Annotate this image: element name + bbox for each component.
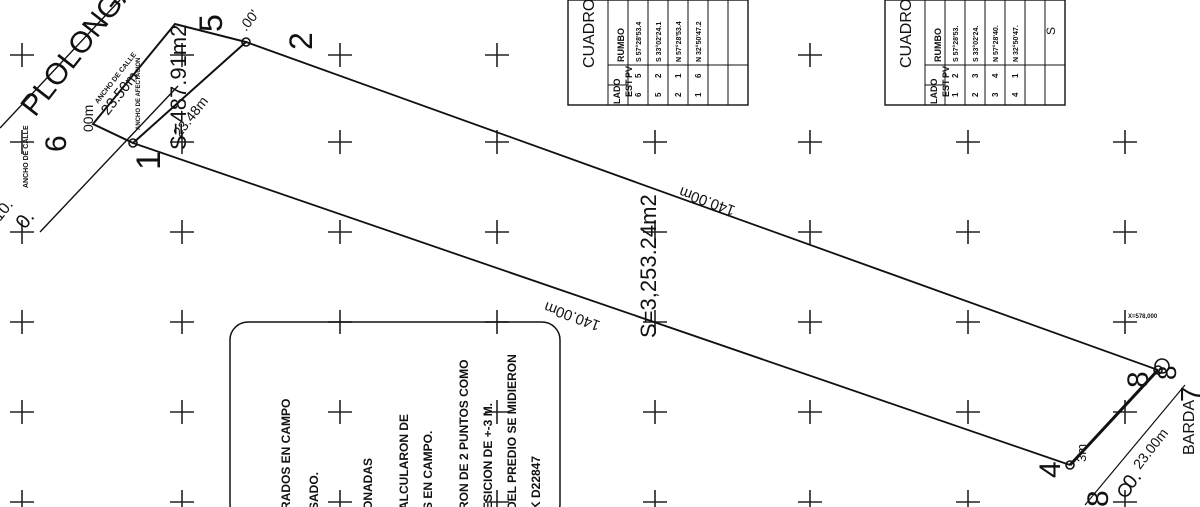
big-lot-margin: 3m: [1074, 444, 1089, 462]
small-lot-labels: S=487.91m2 23.48m 00m .00' ANCHO DE AFEC…: [80, 7, 262, 150]
vertex-8-label: 8: [1082, 490, 1115, 507]
big-lot-labels: S=3,253.24m2 140.00m 140.00m 23.00m 0. 3…: [542, 183, 1198, 493]
vertex-markers: [128, 37, 1170, 497]
street-name: PLOLONGAC: [15, 0, 156, 122]
lot-boundaries: [91, 22, 1186, 506]
vertex-7-label: 7: [1175, 386, 1200, 402]
table-cell-pv: 6: [694, 73, 703, 78]
table-est-header: EST: [941, 79, 951, 97]
table-est-header: EST: [624, 79, 634, 97]
table-cell-rumbo: N 57°28'40.: [992, 25, 1000, 62]
table-cell-pv: 1: [674, 73, 683, 78]
table-cell-rumbo: N 57°28'53.4: [675, 21, 683, 62]
x-coordinate: X=578,000: [1128, 314, 1158, 320]
small-lot-affectation-label: ANCHO DE AFECTACION: [136, 58, 142, 130]
table-cell-pv: 1: [1011, 73, 1020, 78]
table-cell-est: 1: [951, 92, 960, 97]
table-pv-header: PV: [624, 66, 634, 78]
table-cell-pv: 3: [971, 73, 980, 78]
vertex-8-top-marker: [1154, 358, 1170, 374]
table-cell-est: 1: [694, 92, 703, 97]
table-lado-header: LADO: [612, 79, 622, 105]
small-lot-area: S=487.91m2: [166, 25, 191, 150]
note-line: ESICION DE +-3 M.: [481, 403, 495, 507]
table-cell-rumbo: S 57°28'53.: [952, 26, 960, 62]
vertex-6-label: 6: [40, 135, 73, 152]
big-lot-area: S=3,253.24m2: [636, 194, 661, 338]
small-lot-top-mark: .00': [236, 7, 262, 34]
table-cell-pv: 2: [654, 73, 663, 78]
note-line: RON DE 2 PUNTOS COMO: [457, 360, 471, 507]
street-labels: PLOLONGAC ANCHO DE CALLE ANCHO DE CALLE …: [0, 0, 155, 233]
table-cell-est: 2: [674, 92, 683, 97]
table-cell-est: 4: [1011, 92, 1020, 97]
small-lot-outline: [91, 22, 249, 145]
note-line: DEL PREDIO SE MIDIERON: [505, 354, 519, 507]
big-lot-back-side: [1068, 368, 1160, 467]
table-cell-est: 5: [654, 92, 663, 97]
vertex-4-label: 4: [1034, 461, 1067, 478]
vertex-1-label: 1: [130, 151, 168, 170]
big-lot-top-side-length: 140.00m: [677, 183, 738, 219]
big-lot-bottom-width: 23.00m: [1130, 425, 1171, 472]
vertex-8-marker: [1118, 483, 1132, 497]
vertex-1-marker: [128, 138, 138, 148]
table-cell-rumbo: S 33°02'24.1: [655, 22, 663, 62]
vertex-8b-label: 8: [1122, 371, 1155, 388]
table-cell-rumbo: N 32°50'47.2: [695, 21, 703, 62]
street-width-label: ANCHO DE CALLE: [23, 125, 30, 188]
grid-crosses: [10, 43, 1137, 507]
vertex-8c-label: 8: [1152, 366, 1182, 380]
table-rumbo-header: RUMBO: [933, 28, 943, 62]
notes-box: RADOS EN CAMPO SADO. ONADAS ALCULARON DE S E…: [229, 321, 561, 507]
table-cell-rumbo: N 32°50'47.: [1012, 25, 1020, 62]
small-lot-margin: 00m: [80, 105, 96, 132]
note-line: ONADAS: [361, 458, 375, 507]
big-lot-top-side: [245, 41, 1159, 371]
table-cell-est: 3: [991, 92, 1000, 97]
table-cell-pv: 2: [951, 73, 960, 78]
table-cell-rumbo: S 57°28'53.4: [635, 22, 643, 62]
note-line: RADOS EN CAMPO: [279, 399, 293, 507]
barda-line: [1084, 384, 1186, 506]
vertex-3-marker: [1153, 365, 1163, 375]
table-frame: [567, 0, 749, 106]
street-fragment: 0.: [12, 206, 40, 233]
street-lines: [0, 0, 179, 233]
table-pv-header: PV: [941, 66, 951, 78]
table-cell-rumbo: S 33°02'24.: [972, 26, 980, 62]
table-extra: S: [1044, 27, 1058, 35]
table-frame: [884, 0, 1066, 106]
note-line: ALCULARON DE: [397, 414, 411, 507]
vertex-2-marker: [241, 37, 251, 47]
vertex-numbers: 6 1 2 5 4 8 8 8 7: [40, 14, 1200, 507]
vertex-5-label: 5: [193, 14, 229, 32]
vertex-4-marker: [1065, 460, 1075, 470]
big-lot-bottom-side-length: 140.00m: [542, 298, 603, 334]
street-width-dimension-line: [39, 85, 179, 233]
table-lado-header: LADO: [929, 79, 939, 105]
big-lot-bottom-side: [132, 142, 1071, 466]
street-edge-line: [0, 0, 121, 129]
table-cell-pv: 4: [991, 73, 1000, 78]
table-cell-est: 6: [634, 92, 643, 97]
table-title: CUADRO: [898, 0, 915, 68]
note-line: SADO.: [307, 472, 321, 507]
note-line: K D22847: [529, 456, 543, 507]
table-rumbo-header: RUMBO: [616, 28, 626, 62]
note-line: S EN CAMPO.: [421, 431, 435, 507]
table-title: CUADRO: [581, 0, 598, 68]
barda-label: BARDA: [1181, 400, 1198, 455]
vertex-2-label: 2: [283, 32, 319, 50]
notes-frame: [229, 321, 561, 507]
table-cell-est: 2: [971, 92, 980, 97]
table-cell-pv: 5: [634, 73, 643, 78]
